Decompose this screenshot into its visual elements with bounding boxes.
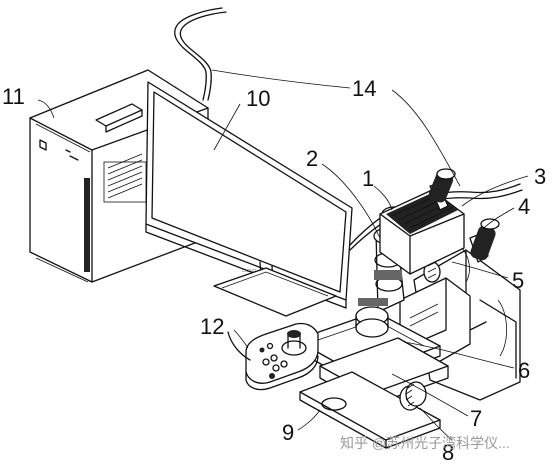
joystick-controller (227, 322, 319, 391)
watermark: 知乎 @苏州光子湾科学仪... (340, 435, 510, 451)
label-3: 3 (534, 164, 546, 189)
label-5: 5 (512, 268, 524, 293)
label-2: 2 (306, 146, 318, 171)
label-11: 11 (2, 84, 25, 109)
label-12: 12 (200, 314, 224, 339)
label-6: 6 (518, 358, 530, 383)
label-4: 4 (518, 194, 530, 219)
eyepiece-left (428, 168, 456, 211)
controller-buttons (259, 342, 288, 379)
label-9: 9 (282, 420, 294, 445)
monitor: ▭▭▭ (145, 81, 353, 317)
label-7: 7 (470, 406, 482, 431)
focus-knob (399, 261, 441, 411)
label-10: 10 (246, 86, 270, 111)
label-14: 14 (352, 76, 376, 101)
callout-numbers: 11 10 14 2 1 3 4 5 6 7 8 9 12 (2, 76, 546, 465)
monitor-brand: ▭▭▭ (242, 268, 256, 274)
leader-lines (37, 69, 529, 441)
microscope-stand (399, 249, 521, 401)
label-1: 1 (362, 166, 374, 191)
eyepiece-right (461, 218, 500, 283)
base-plate (299, 371, 441, 449)
label-8: 8 (442, 440, 454, 464)
